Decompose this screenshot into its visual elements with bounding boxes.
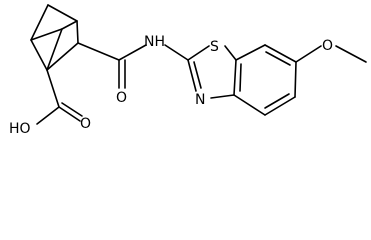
bond-c7-c6: [264, 44, 297, 63]
bond-c3-camide: [77, 42, 120, 61]
bond-s-c7a: [224, 45, 237, 61]
atom-label-thiazole-nitrogen: N: [195, 92, 205, 108]
bond-omethoxy-ch3: [335, 45, 367, 63]
bond-c2-c3: [46, 42, 79, 71]
bond-cacid-oh: [36, 106, 60, 125]
bond-c1-c6: [30, 28, 63, 41]
bond-c6-omethoxy: [295, 45, 322, 63]
bond-c4-c3a: [233, 94, 266, 116]
bond-c7-c6-double: [265, 51, 291, 66]
bond-c2-n3: [187, 59, 197, 92]
atom-label-amide-oxygen: O: [116, 90, 127, 106]
atom-label-hydroxyl: HO: [9, 121, 31, 137]
bond-c1-bridge: [30, 4, 49, 41]
methoxy-group: O: [295, 38, 367, 63]
bond-nh-c2benzo: [164, 44, 189, 61]
bond-c6-c5: [61, 20, 78, 30]
bond-c6-c5: [294, 61, 297, 98]
norbornane-core: [30, 4, 79, 71]
bond-c2-cacid: [46, 69, 60, 108]
atom-label-methoxy-oxygen: O: [322, 38, 333, 54]
bond-cacid-o-double-2: [61, 102, 83, 117]
carboxylic-acid-group: HO O: [9, 69, 91, 137]
atom-label-sulfur: S: [210, 39, 219, 55]
chemical-structure: HO O O NH S N O: [9, 4, 367, 137]
bond-bridge-c4: [47, 4, 78, 22]
bond-c6-c2: [46, 28, 63, 71]
bond-c5-c4: [264, 96, 296, 116]
atom-label-acid-oxygen: O: [80, 116, 91, 132]
bond-c3a-c7a-inner: [239, 63, 242, 92]
bond-cacid-o-double-1: [58, 106, 81, 122]
bond-c7a-c7: [235, 44, 266, 61]
bond-c1-c2: [30, 39, 48, 71]
amide-group: O NH: [77, 34, 189, 106]
benzothiazole-ring: S N: [187, 39, 297, 116]
bond-n3-c3a: [210, 94, 235, 99]
atom-label-amide-nitrogen: NH: [144, 34, 165, 50]
bond-c4-c3: [76, 20, 79, 44]
bond-camide-nh: [118, 44, 147, 61]
bond-c2-n3-double: [193, 61, 202, 89]
bond-c5-c4-double: [264, 93, 290, 109]
bond-c3a-c7a: [233, 59, 237, 96]
bond-c2-s: [187, 45, 210, 61]
